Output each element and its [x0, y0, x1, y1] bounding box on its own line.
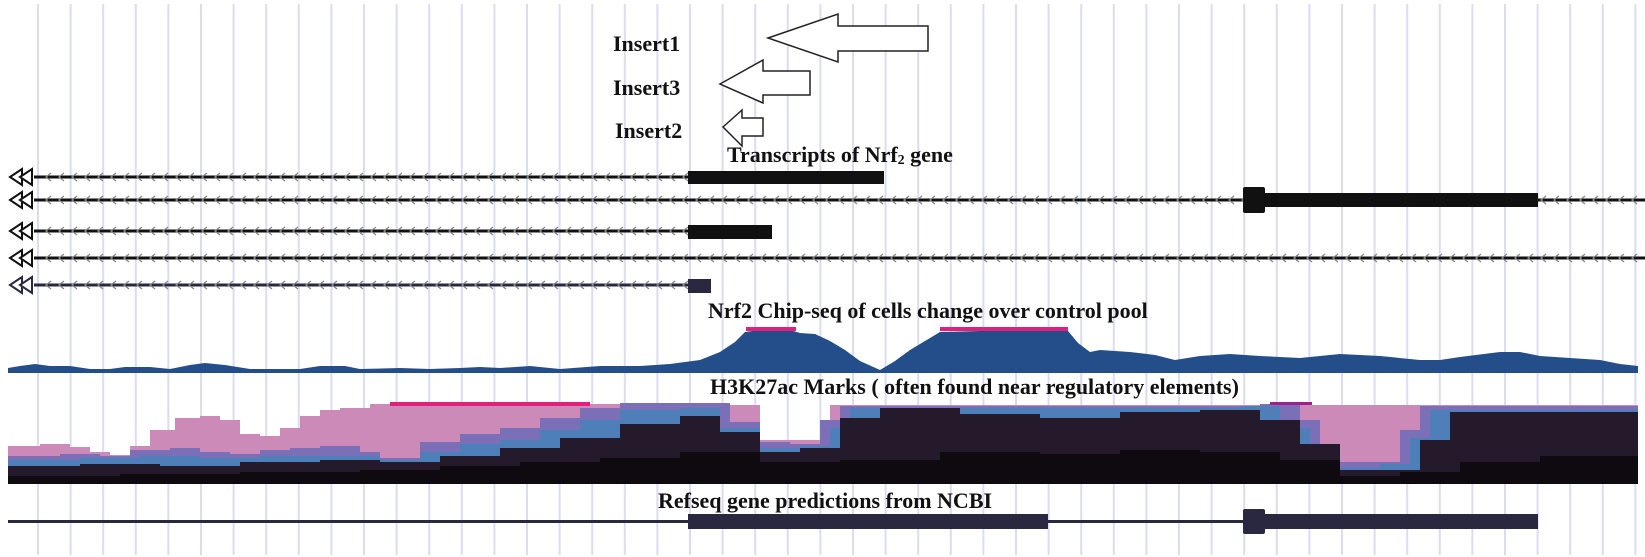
title-text: gene: [904, 142, 953, 167]
exon-block: [1243, 509, 1265, 534]
refseq-track: [8, 509, 1538, 534]
exon-block: [1243, 514, 1538, 529]
title-subscript: 2: [897, 153, 905, 168]
exon-block: [688, 279, 711, 293]
exon-block: [1243, 187, 1265, 213]
chipseq-track-title: Nrf2 Chip-seq of cells change over contr…: [708, 298, 1148, 323]
insert2-arrow-icon: [721, 108, 764, 148]
exon-block: [688, 514, 1048, 529]
exon-block: [1243, 193, 1538, 207]
transcripts-track-title: Transcripts of Nrf2 gene: [727, 144, 953, 168]
insert2-label: Insert2: [615, 118, 683, 143]
h3k27ac-track-title: H3K27ac Marks ( often found near regulat…: [710, 374, 1239, 399]
strand-arrow-icon: [8, 275, 33, 295]
peak-mark: [1270, 402, 1312, 405]
peak-mark: [746, 327, 796, 331]
exon-block: [688, 171, 884, 184]
transcript-row: [8, 221, 689, 241]
refseq-track-title: Refseq gene predictions from NCBI: [658, 488, 993, 513]
strand-arrow-icon: [8, 221, 33, 241]
strand-arrow-icon: [8, 167, 33, 187]
transcript-row: [8, 248, 1645, 268]
insert1-label: Insert1: [613, 31, 681, 56]
insert3-arrow-icon: [718, 58, 811, 105]
transcript-row: [8, 275, 689, 295]
transcript-row: [8, 167, 689, 187]
peak-mark: [940, 327, 1068, 331]
strand-arrow-icon: [8, 190, 33, 210]
insert3-label: Insert3: [613, 75, 681, 100]
exon-block: [688, 225, 772, 239]
insert1-arrow-icon: [765, 12, 929, 64]
title-text: Transcripts of Nrf: [727, 142, 898, 167]
transcripts-track: [8, 167, 1645, 295]
peak-mark: [390, 402, 590, 406]
h3k27ac-track: [8, 402, 1638, 484]
strand-arrow-icon: [8, 248, 33, 268]
chipseq-track: [8, 327, 1638, 373]
